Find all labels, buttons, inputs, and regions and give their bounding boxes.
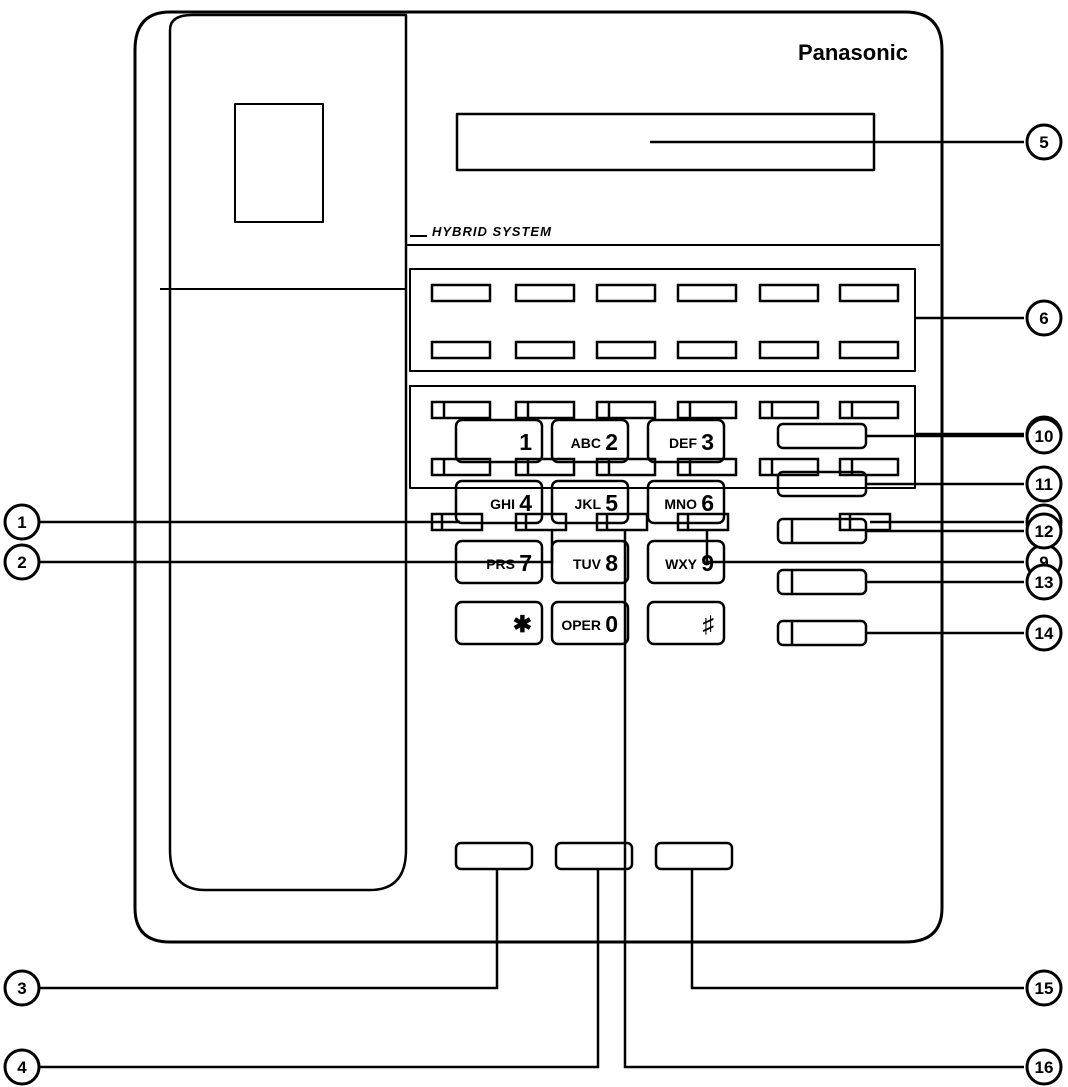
keypad-digit: 4 <box>519 490 532 516</box>
phone-body-outline <box>133 10 944 944</box>
bottom-button-15[interactable] <box>654 841 734 871</box>
keypad-letters: GHI <box>490 496 515 512</box>
callout-number-9: 9 <box>1039 553 1048 572</box>
line-button[interactable] <box>758 457 820 477</box>
keypad-letters: ABC <box>571 435 601 451</box>
callout-number-4: 4 <box>17 1058 27 1077</box>
keypad-digit: 3 <box>701 429 714 455</box>
leader-9 <box>705 530 1024 564</box>
dss-button[interactable] <box>595 340 657 360</box>
callout-number-15: 15 <box>1035 979 1054 998</box>
keypad-key-5[interactable] <box>550 479 630 525</box>
keypad-key-1[interactable] <box>454 418 544 464</box>
callout-circle-6 <box>1025 299 1063 337</box>
leader-2 <box>40 530 554 564</box>
callout-number-11: 11 <box>1035 475 1053 494</box>
leader-4 <box>40 869 600 1069</box>
keypad-digit: 5 <box>605 490 618 516</box>
keypad-digit: ✱ <box>513 611 532 637</box>
bottom-button-4[interactable] <box>554 841 634 871</box>
keypad-digit: 0 <box>605 611 618 637</box>
callout-number-10: 10 <box>1035 427 1054 446</box>
leader-3 <box>40 869 499 990</box>
keypad-key-hash[interactable] <box>646 600 726 646</box>
callout-number-16: 16 <box>1035 1058 1054 1077</box>
callout-circle-15 <box>1025 969 1063 1007</box>
callout-circle-4 <box>3 1048 41 1086</box>
callout-number-6: 6 <box>1039 309 1048 328</box>
callout-number-2: 2 <box>17 553 26 572</box>
keypad-digit: 6 <box>701 490 714 516</box>
keypad-digit: 2 <box>605 429 618 455</box>
dss-button[interactable] <box>758 340 820 360</box>
handset-cradle <box>168 13 408 892</box>
label-window <box>234 103 324 223</box>
keypad-letters: DEF <box>669 435 697 451</box>
callout-circle-16 <box>1025 1048 1063 1086</box>
keypad-key-6[interactable] <box>646 479 726 525</box>
callout-circle-13 <box>1025 563 1063 601</box>
keypad-digit: ♯ <box>703 611 715 637</box>
dss-button[interactable] <box>514 283 576 303</box>
keypad-letters: MNO <box>664 496 697 512</box>
line-button[interactable] <box>838 457 900 477</box>
callout-circle-1 <box>3 503 41 541</box>
keypad-letters: JKL <box>575 496 602 512</box>
callout-number-14: 14 <box>1035 624 1054 643</box>
dss-button[interactable] <box>514 340 576 360</box>
leader-16 <box>623 530 1024 1069</box>
keypad-letters: PRS <box>486 556 515 572</box>
system-label: HYBRID SYSTEM <box>432 224 552 239</box>
callout-circle-12 <box>1025 512 1063 550</box>
line-button[interactable] <box>676 457 738 477</box>
dss-button[interactable] <box>838 340 900 360</box>
keypad-letters: OPER <box>561 617 601 633</box>
keypad-key-2[interactable] <box>550 418 630 464</box>
dss-button[interactable] <box>430 283 492 303</box>
bottom-button-3[interactable] <box>454 841 534 871</box>
brand-logo: Panasonic <box>798 40 908 65</box>
keypad-key-4[interactable] <box>454 479 544 525</box>
callout-circle-10 <box>1025 417 1063 455</box>
line-button[interactable] <box>514 457 576 477</box>
dss-button[interactable] <box>595 283 657 303</box>
callout-number-5: 5 <box>1039 133 1048 152</box>
line-button[interactable] <box>595 400 657 420</box>
callout-circle-5 <box>1025 123 1063 161</box>
callout-number-3: 3 <box>17 979 26 998</box>
line-button[interactable] <box>838 400 900 420</box>
keypad-digit: 8 <box>605 550 618 576</box>
keypad-letters: WXY <box>665 556 698 572</box>
keypad-key-3[interactable] <box>646 418 726 464</box>
callout-number-1: 1 <box>17 513 26 532</box>
dss-button[interactable] <box>838 283 900 303</box>
callout-circle-14 <box>1025 614 1063 652</box>
dss-button[interactable] <box>676 340 738 360</box>
callout-circle-2 <box>3 543 41 581</box>
cos-button-group <box>409 268 916 372</box>
line-button[interactable] <box>430 457 492 477</box>
dss-button[interactable] <box>758 283 820 303</box>
callout-circle-3 <box>3 969 41 1007</box>
callout-number-13: 13 <box>1035 573 1054 592</box>
line-button[interactable] <box>758 400 820 420</box>
dss-button[interactable] <box>676 283 738 303</box>
callout-circle-11 <box>1025 465 1063 503</box>
callout-number-12: 12 <box>1035 522 1054 541</box>
keypad-key-0[interactable] <box>550 600 630 646</box>
keypad-digit: 1 <box>519 429 532 455</box>
side-button-10[interactable] <box>776 422 868 450</box>
line-button[interactable] <box>676 400 738 420</box>
leader-15 <box>690 869 1024 990</box>
keypad-letters: TUV <box>573 556 602 572</box>
line-button[interactable] <box>430 400 492 420</box>
dss-button[interactable] <box>430 340 492 360</box>
keypad-key-star[interactable] <box>454 600 544 646</box>
line-button[interactable] <box>514 400 576 420</box>
